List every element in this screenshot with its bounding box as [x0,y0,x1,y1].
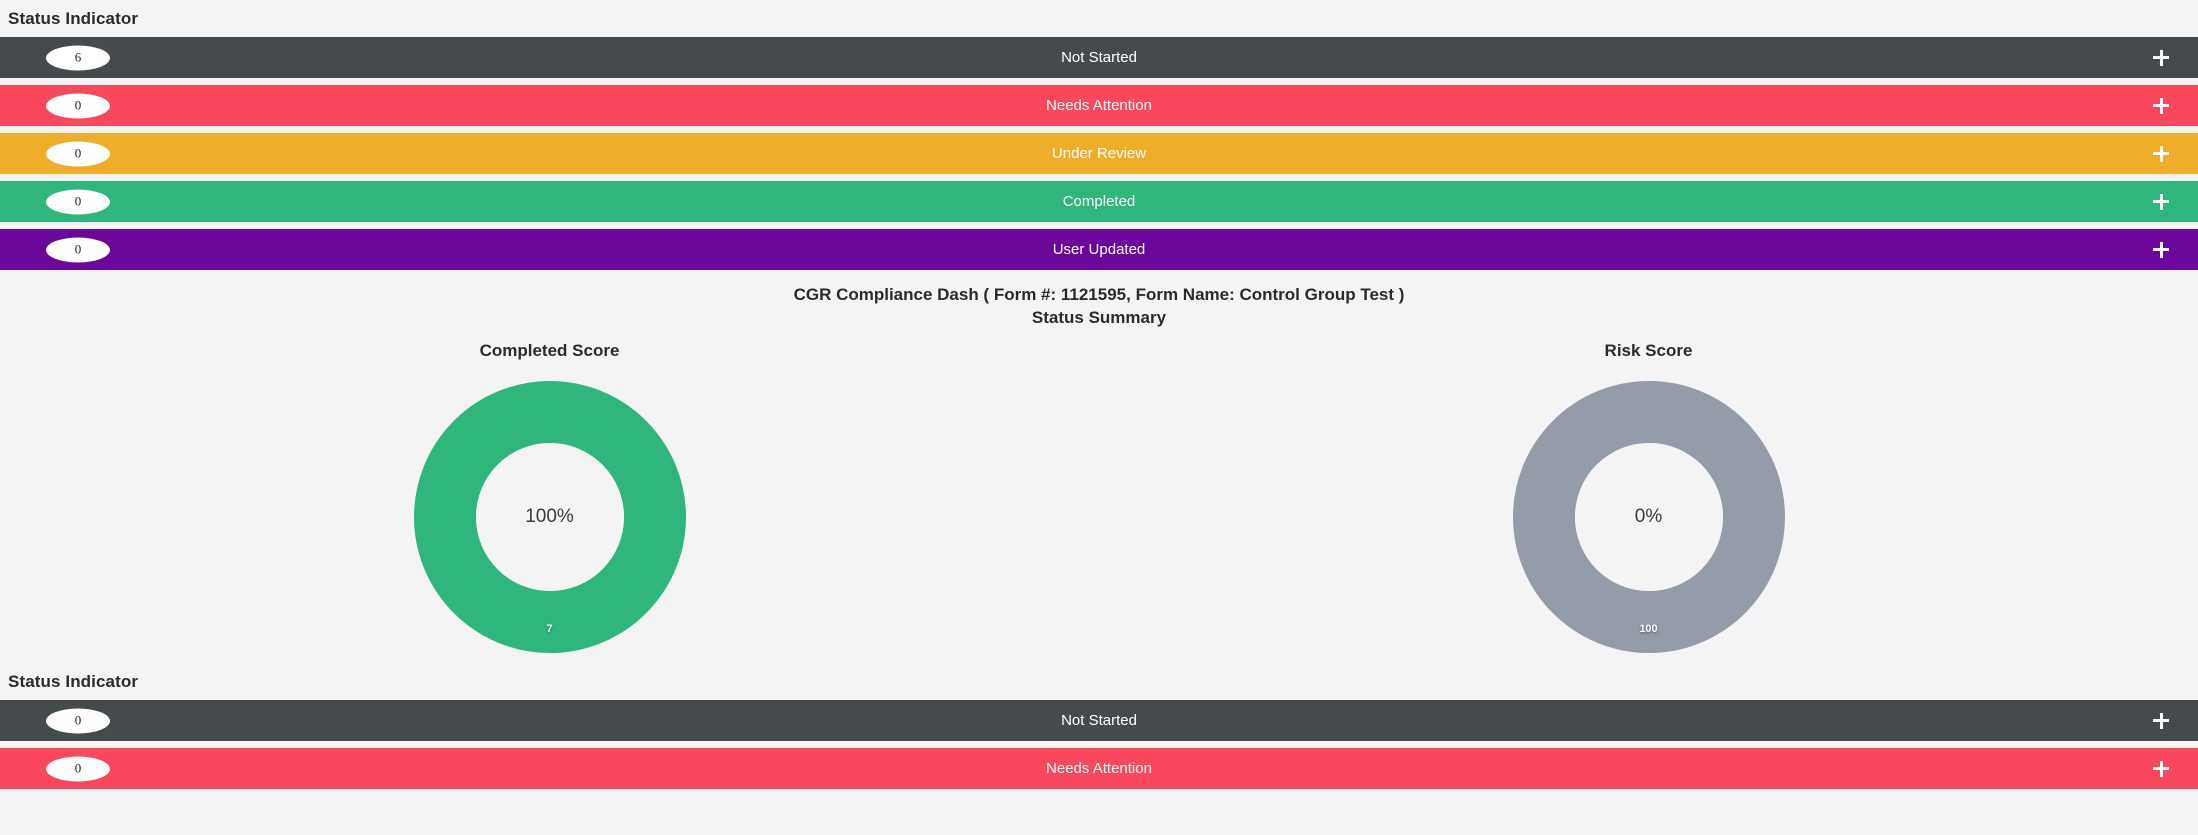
charts-row: Completed Score 100% 7 Risk Score 0% [0,330,2198,657]
donut-ring-segment [413,381,686,653]
plus-icon[interactable] [2152,712,2170,730]
status-count-value: 0 [74,760,82,776]
donut-chart-completed[interactable]: 100% 7 [410,377,690,657]
donut-chart-risk[interactable]: 0% 100 [1509,377,1789,657]
status-bar-user-updated[interactable]: 0 User Updated [0,229,2198,270]
status-count-value: 0 [74,193,82,209]
status-bar-list-bottom: 0 Not Started 0 Needs Attention [0,700,2198,789]
donut-svg [413,381,686,653]
status-bar-label: Needs Attention [1046,97,1152,114]
status-count-value: 0 [74,97,82,113]
status-count-badge: 0 [46,189,110,214]
status-indicator-heading-bottom: Status Indicator [8,672,139,691]
status-count-value: 0 [74,145,82,161]
donut-data-label: 100 [1639,623,1658,635]
status-count-badge: 0 [46,708,110,733]
dashboard-title-block: CGR Compliance Dash ( Form #: 1121595, F… [0,270,2198,330]
status-count-badge: 0 [46,141,110,166]
plus-icon[interactable] [2152,49,2170,67]
status-bar-completed[interactable]: 0 Completed [0,181,2198,222]
chart-completed-score: Completed Score 100% 7 [0,341,1099,657]
chart-risk-score: Risk Score 0% 100 [1099,341,2198,657]
plus-icon[interactable] [2152,97,2170,115]
status-bar-label: Needs Attention [1046,760,1152,777]
status-bar-label: Not Started [1061,712,1137,729]
chart-title: Risk Score [1604,341,1693,360]
status-indicator-heading-top: Status Indicator [8,9,139,28]
status-count-badge: 0 [46,756,110,781]
status-bar-label: Completed [1062,193,1136,210]
status-bar-not-started[interactable]: 0 Not Started [0,700,2198,741]
donut-hole [1574,443,1723,591]
status-bar-list-top: 6 Not Started 0 Needs Attention 0 Under … [0,37,2198,270]
status-bar-needs-attention[interactable]: 0 Needs Attention [0,748,2198,789]
plus-icon[interactable] [2152,145,2170,163]
donut-data-label: 7 [546,623,553,635]
plus-icon[interactable] [2152,760,2170,778]
donut-hole [475,443,624,591]
status-count-badge: 0 [46,237,110,262]
donut-ring-segment [1512,381,1785,653]
status-count-badge: 6 [46,45,110,70]
status-bar-label: Under Review [1051,145,1147,162]
status-bar-under-review[interactable]: 0 Under Review [0,133,2198,174]
plus-icon[interactable] [2152,241,2170,259]
donut-center-value: 100% [525,506,574,527]
status-indicator-section-top: Status Indicator 6 Not Started 0 Needs A… [0,0,2198,270]
plus-icon[interactable] [2152,193,2170,211]
status-count-value: 0 [74,712,82,728]
status-indicator-section-bottom: Status Indicator 0 Not Started 0 Needs A… [0,657,2198,789]
status-bar-label: Not Started [1061,49,1137,66]
dashboard-subtitle: Status Summary [1031,308,1167,327]
status-count-badge: 0 [46,93,110,118]
status-count-value: 0 [74,241,82,257]
chart-title: Completed Score [479,341,620,360]
donut-svg [1512,381,1785,653]
dashboard-title: CGR Compliance Dash ( Form #: 1121595, F… [793,285,1405,304]
status-bar-not-started[interactable]: 6 Not Started [0,37,2198,78]
status-bar-label: User Updated [1052,241,1146,258]
status-bar-needs-attention[interactable]: 0 Needs Attention [0,85,2198,126]
donut-center-value: 0% [1634,506,1663,527]
status-count-value: 6 [74,49,82,65]
